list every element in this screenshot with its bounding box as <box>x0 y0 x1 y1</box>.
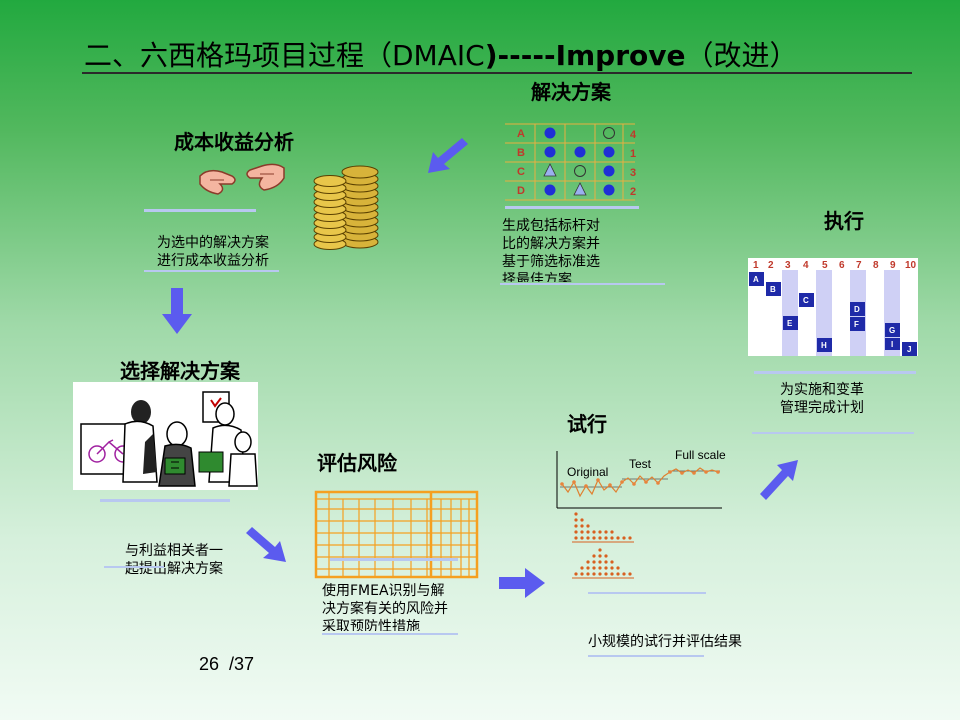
histogram-original <box>574 512 631 539</box>
solutions-caption-line4: 择最佳方案 <box>502 271 600 282</box>
gantt-col-3: 3 <box>785 260 791 271</box>
choose-bar-bottom <box>104 566 164 568</box>
pilot-caption: 小规模的试行并评估结果 <box>588 633 742 651</box>
solutions-bar-top <box>505 206 639 209</box>
gantt-task-i: I <box>891 340 893 349</box>
solutions-bar-bottom <box>500 283 665 285</box>
pilot-bar-top <box>588 592 706 594</box>
arrow-down-icon <box>162 288 192 334</box>
title-underline <box>82 72 912 74</box>
choose-bar-top <box>100 499 230 502</box>
choose-heading: 选择解决方案 <box>120 355 240 384</box>
risk-caption-line3: 采取预防性措施 <box>322 618 448 631</box>
gantt-col-2: 2 <box>768 260 774 271</box>
gantt-task-g: G <box>889 326 895 335</box>
solution-matrix: A B C D 4 1 3 2 <box>505 124 645 214</box>
risk-caption: 使用FMEA识别与解 决方案有关的风险并 采取预防性措施 <box>322 582 448 631</box>
gantt-col-5: 5 <box>822 260 828 271</box>
chart-label-original: Original <box>567 465 608 479</box>
arrow-right-icon <box>499 568 545 598</box>
gantt-col-6: 6 <box>839 260 845 271</box>
page-current: 26 <box>199 654 219 674</box>
histogram-improved <box>574 548 631 575</box>
gantt-col-8: 8 <box>873 260 879 271</box>
gantt-task-e: E <box>787 319 793 328</box>
gantt-col-7: 7 <box>856 260 862 271</box>
solutions-caption-line1: 生成包括标杆对 <box>502 217 600 235</box>
gantt-task-b: B <box>770 285 776 294</box>
hands-icon <box>198 162 286 202</box>
cost-benefit-bar-top <box>144 209 256 212</box>
execute-caption-line2: 管理完成计划 <box>780 399 864 417</box>
solutions-heading: 解决方案 <box>531 76 611 105</box>
matrix-row-b: B <box>517 147 525 159</box>
matrix-score-a: 4 <box>630 129 637 141</box>
risk-caption-line2: 决方案有关的风险并 <box>322 600 448 618</box>
risk-caption-line1: 使用FMEA识别与解 <box>322 582 448 600</box>
gantt-task-h: H <box>821 341 827 350</box>
gantt-col-1: 1 <box>753 260 759 271</box>
cost-benefit-caption-line2: 进行成本收益分析 <box>157 252 269 270</box>
gantt-task-j: J <box>907 345 911 354</box>
gantt-task-f: F <box>854 320 859 329</box>
pilot-bar-bottom <box>588 655 704 657</box>
page-total: /37 <box>229 654 254 674</box>
gantt-col-4: 4 <box>803 260 809 271</box>
title-suffix: （改进） <box>686 39 798 72</box>
matrix-score-b: 1 <box>630 148 636 160</box>
slide-title: 二、六西格玛项目过程（DMAIC)-----Improve（改进） <box>84 34 798 74</box>
execute-heading: 执行 <box>824 205 864 234</box>
choose-caption-line2: 起提出解决方案 <box>125 560 223 578</box>
choose-caption: 与利益相关者一 起提出解决方案 <box>125 542 223 578</box>
arrow-down-right-icon <box>246 527 288 567</box>
matrix-row-d: D <box>517 185 525 197</box>
matrix-score-c: 3 <box>630 167 636 179</box>
execute-bar-top <box>754 371 916 374</box>
pilot-run-chart: Original Test Full scale <box>556 446 731 586</box>
execute-caption-line1: 为实施和变革 <box>780 381 864 399</box>
stakeholder-meeting-illustration <box>73 382 258 490</box>
cost-benefit-caption: 为选中的解决方案 进行成本收益分析 <box>157 234 269 270</box>
matrix-row-c: C <box>517 166 525 178</box>
gantt-task-c: C <box>803 296 809 305</box>
cost-benefit-caption-line1: 为选中的解决方案 <box>157 234 269 252</box>
matrix-row-a: A <box>517 128 525 140</box>
gantt-col-10: 10 <box>905 260 917 271</box>
pilot-heading: 试行 <box>567 408 607 437</box>
cost-benefit-heading: 成本收益分析 <box>174 126 294 155</box>
solutions-caption-line2: 比的解决方案并 <box>502 235 600 253</box>
risk-bar-bottom <box>322 633 458 635</box>
solutions-caption: 生成包括标杆对 比的解决方案并 基于筛选标准选 择最佳方案 <box>502 217 600 282</box>
cost-benefit-bar-bottom <box>144 270 279 272</box>
title-prefix: 二、六西格玛项目过程（DMAIC <box>84 39 485 72</box>
gantt-task-a: A <box>753 275 759 284</box>
gantt-chart: 1 2 3 4 5 6 7 8 9 10 A B C D E F G H I J <box>748 258 920 358</box>
coin-stacks-icon <box>304 160 384 252</box>
title-bold: )-----Improve <box>485 39 686 72</box>
arrow-down-left-icon <box>428 138 472 178</box>
chart-label-test: Test <box>629 457 652 471</box>
arrow-up-right-icon <box>760 460 800 502</box>
solutions-caption-line3: 基于筛选标准选 <box>502 253 600 271</box>
execute-caption: 为实施和变革 管理完成计划 <box>780 381 864 417</box>
fmea-table <box>315 491 478 578</box>
chart-label-full-scale: Full scale <box>675 448 726 462</box>
gantt-task-d: D <box>854 305 860 314</box>
risk-heading: 评估风险 <box>317 447 397 476</box>
risk-bar-top <box>330 558 458 561</box>
execute-bar-bottom <box>752 432 914 434</box>
page-number: 26 /37 <box>199 654 254 675</box>
matrix-score-d: 2 <box>630 186 636 198</box>
choose-caption-line1: 与利益相关者一 <box>125 542 223 560</box>
gantt-col-9: 9 <box>890 260 896 271</box>
